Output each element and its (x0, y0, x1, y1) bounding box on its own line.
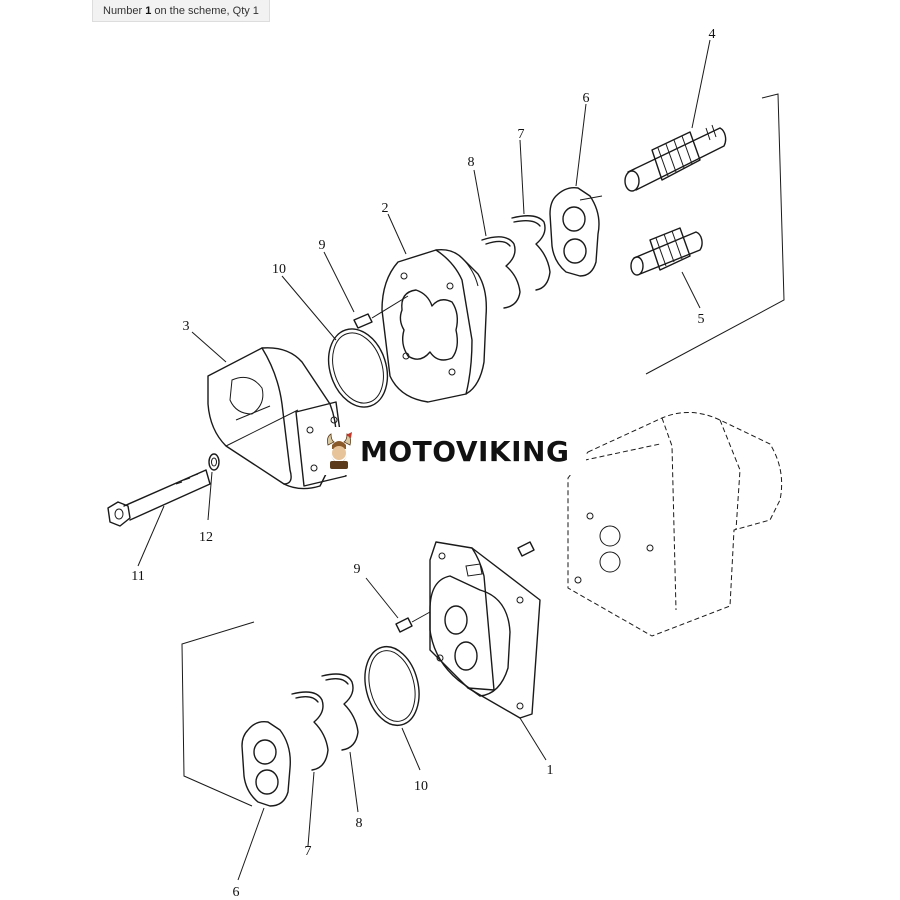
part-11-bolt (107, 409, 299, 527)
callout-7-upper: 7 (518, 127, 525, 142)
callout-10-upper: 10 (272, 262, 286, 277)
part-10-o-ring-upper (327, 328, 389, 408)
callout-10-lower: 10 (414, 779, 428, 794)
callout-5: 5 (698, 312, 705, 327)
part-10-o-ring-lower (364, 645, 420, 727)
part-5-driven-gear (630, 227, 703, 276)
part-9-dowel-pin-upper (353, 295, 409, 329)
callout-8-upper: 8 (468, 155, 475, 170)
part-6-side-plate-lower (241, 720, 291, 807)
part-2-gear-housing (381, 248, 488, 403)
caption-part-number: 1 (145, 4, 152, 17)
part-8-seal-lower (321, 673, 359, 751)
leader-lines (137, 39, 711, 881)
part-12-washer (208, 453, 220, 471)
part-7-backup-ring-upper (511, 215, 551, 291)
part-4-drive-gear-shaft (624, 124, 727, 192)
callout-12: 12 (199, 530, 213, 545)
callout-4: 4 (709, 27, 716, 42)
part-1-flange-housing (429, 541, 541, 719)
callout-7-lower: 7 (305, 844, 312, 859)
callout-6-lower: 6 (233, 885, 240, 900)
callout-1: 1 (547, 763, 554, 778)
pump-body-assembly (567, 412, 783, 637)
callout-11: 11 (131, 569, 144, 584)
part-9-dowel-pin-lower (395, 541, 535, 633)
callout-8-lower: 8 (356, 816, 363, 831)
callout-3: 3 (183, 319, 190, 334)
viking-mascot-logo-icon (327, 432, 352, 469)
callout-2: 2 (382, 201, 389, 216)
caption-suffix: on the scheme, Qty 1 (154, 4, 259, 17)
callout-6-upper: 6 (583, 91, 590, 106)
part-caption: Number 1 on the scheme, Qty 1 (92, 0, 270, 22)
part-7-backup-ring-lower (291, 691, 329, 771)
part-8-seal-upper (481, 236, 521, 309)
watermark-text: MOTOVIKING (360, 434, 570, 468)
callout-9-upper: 9 (319, 238, 326, 253)
callout-numbers: 4 6 7 8 2 9 10 3 5 12 11 9 1 10 8 7 6 (131, 27, 715, 900)
callout-9-lower: 9 (354, 562, 361, 577)
caption-prefix: Number (103, 4, 143, 17)
part-6-side-plate-upper (549, 186, 600, 277)
motoviking-watermark: MOTOVIKING (318, 427, 586, 475)
